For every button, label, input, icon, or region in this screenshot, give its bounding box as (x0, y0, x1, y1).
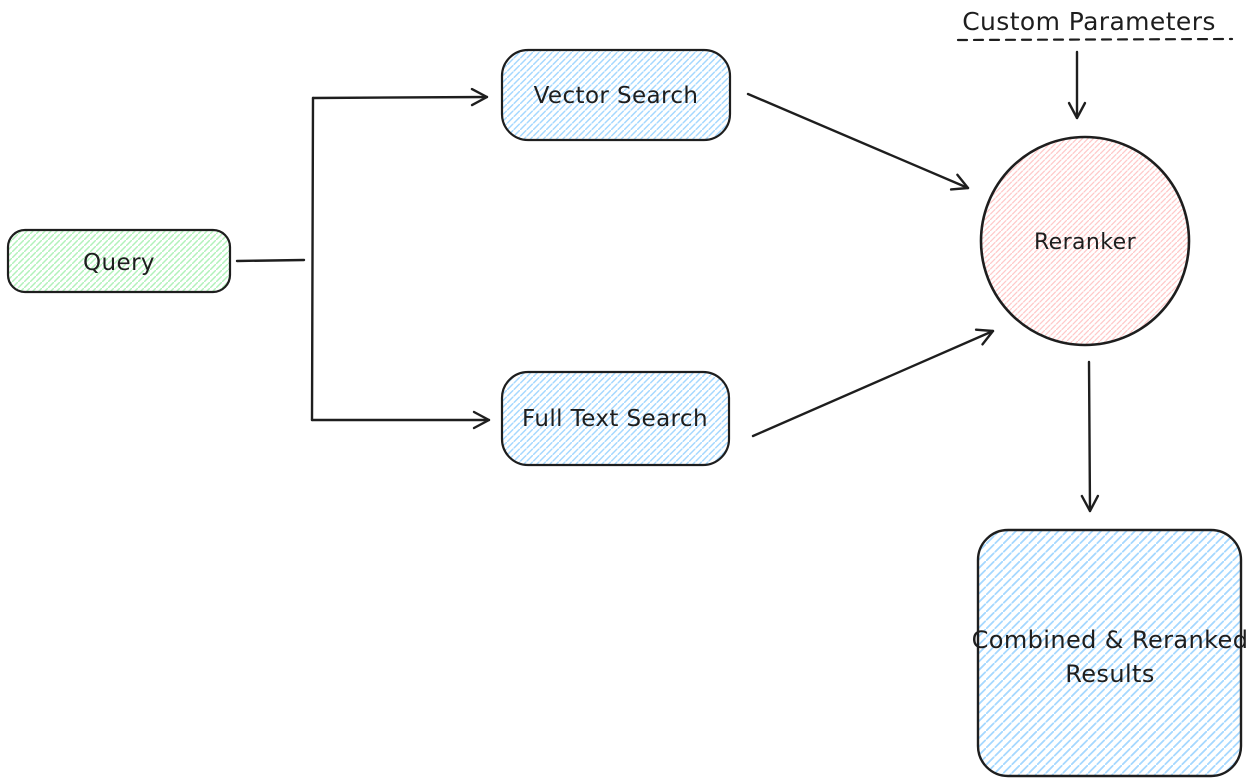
custom-parameters-underline (956, 37, 1234, 42)
reranker-circle-shape (979, 135, 1191, 347)
vector-search-label: Vector Search (534, 83, 699, 109)
custom-parameters-label: Custom Parameters (962, 7, 1216, 36)
reranker-label: Reranker (1034, 230, 1137, 255)
node-vector-search[interactable]: Vector Search (500, 48, 732, 142)
vector-search-box-shape (500, 48, 732, 142)
node-combined-results[interactable]: Combined & Reranked Results (972, 528, 1248, 778)
edge-query-stub[interactable] (235, 258, 306, 263)
combined-results-label-line1: Combined & Reranked (972, 626, 1248, 654)
edge-branch-to-vector-search[interactable] (311, 87, 489, 107)
query-label: Query (83, 250, 155, 276)
combined-results-label-line2: Results (1065, 660, 1154, 688)
query-box-shape (6, 228, 232, 294)
edge-branch-vertical[interactable] (310, 96, 315, 422)
full-text-search-label: Full Text Search (522, 406, 708, 432)
node-custom-parameters[interactable]: Custom Parameters (956, 7, 1234, 42)
edge-reranker-to-combined-results[interactable] (1080, 360, 1100, 513)
node-reranker[interactable]: Reranker (979, 135, 1191, 347)
node-query[interactable]: Query (6, 228, 232, 294)
edge-full-text-search-to-reranker[interactable] (751, 328, 995, 438)
node-full-text-search[interactable]: Full Text Search (500, 370, 731, 467)
edge-vector-search-to-reranker[interactable] (746, 92, 970, 191)
combined-results-box-shape (976, 528, 1243, 778)
full-text-search-box-shape (500, 370, 731, 467)
